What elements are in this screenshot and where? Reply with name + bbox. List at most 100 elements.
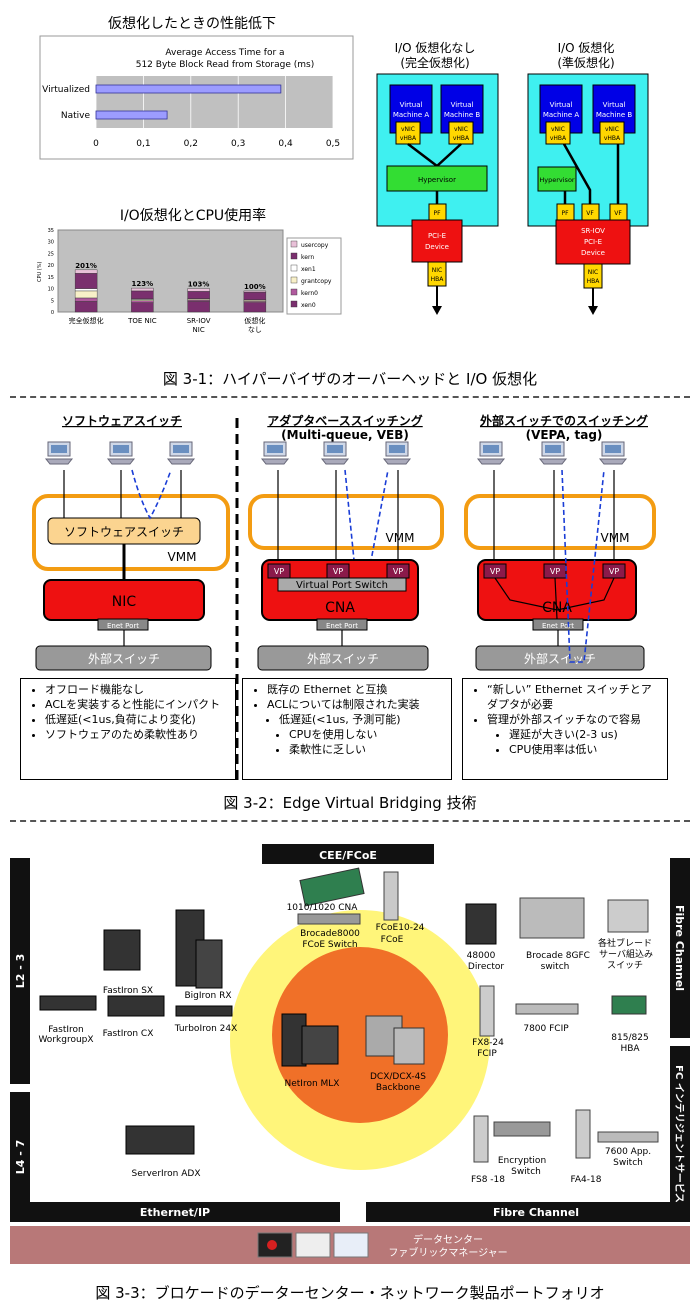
enet-port	[97, 618, 149, 631]
chart2-bar-segment	[243, 302, 267, 313]
vnic-a-to-vf-line	[562, 143, 592, 204]
fcoe-switch-image	[297, 913, 361, 925]
pf-label-2: PF	[561, 210, 569, 217]
l23-label: L2 - 3	[14, 954, 27, 989]
chart2-y-tick-label: 20	[48, 263, 54, 269]
fc-services-label: FC インテリジェントサービス	[673, 1065, 686, 1203]
vhba-a-label-2: vHBA	[550, 135, 567, 142]
hypervisor-label: Hypervisor	[418, 176, 456, 184]
chart2-bar-segment	[74, 269, 98, 274]
chart1-inner-title-1: Average Access Time for a	[165, 48, 284, 58]
io-nonvirt-diagram: Virtual Machine A vNIC vHBA Virtual Mach…	[376, 73, 499, 315]
encryption-label-1: Encryption	[498, 1156, 546, 1166]
figure-3-1-caption: 図 3-1：ハイパーバイザのオーバーヘッドと I/O 仮想化	[162, 370, 538, 388]
bar-chart-access-time: Average Access Time for a 512 Byte Block…	[39, 35, 354, 160]
chart2-y-tick-label: 10	[48, 287, 54, 293]
l23-bar	[10, 858, 30, 1084]
chart2-category-label: なし	[248, 326, 262, 334]
vp-center-line	[554, 577, 558, 620]
fs818-label: FS8 -18	[471, 1175, 505, 1185]
panel-external-switching: 外部スイッチでのスイッチング (VEPA, tag) VMM VP VP VP …	[464, 413, 656, 671]
bigiron-rx-image-2	[195, 939, 223, 989]
l47-label: L4 - 7	[14, 1140, 27, 1175]
external-switch-label-2: 外部スイッチ	[307, 651, 379, 666]
inner-orange-circle	[272, 947, 448, 1123]
director-label-1: 48000	[467, 951, 496, 961]
fcip7800-label: 7800 FCIP	[523, 1024, 569, 1034]
chart2-category-label: TOE NIC	[127, 317, 157, 325]
vp-label: VP	[550, 567, 560, 576]
chart2-legend-swatch	[290, 300, 298, 308]
hba-label-1: 815/825	[611, 1033, 648, 1043]
chart2-bar-segment	[74, 297, 98, 302]
chart2-bar-segment	[187, 288, 210, 292]
blade-label-3: スイッチ	[607, 960, 643, 971]
bullet: 遅延が大きい(2-3 us)	[509, 727, 661, 742]
separator-2	[10, 820, 690, 822]
chart2-bar-segment	[74, 301, 98, 313]
pc-icon	[382, 441, 412, 465]
hypervisor-box	[386, 165, 488, 192]
director-label-2: Director	[468, 962, 504, 972]
vm-a-label-2b: Machine A	[543, 111, 580, 119]
chart2-bar-segment	[243, 291, 267, 301]
fcoe-switch-label-1: Brocade8000	[300, 929, 360, 939]
l47-bar	[10, 1092, 30, 1222]
sriov-box	[555, 219, 631, 265]
traffic-dashed-arrow	[131, 469, 172, 520]
vf-label-2: VF	[614, 210, 622, 217]
chart2-bar-segment	[243, 290, 267, 293]
vm-b-label-1b: Virtual	[603, 101, 626, 109]
cna-device-label: CNA	[325, 600, 355, 616]
fx824-label-2: FCIP	[477, 1049, 497, 1059]
hba-image	[611, 995, 647, 1015]
fa418-label: FA4-18	[571, 1175, 602, 1185]
chart2-y-tick-label: 35	[48, 228, 54, 234]
external-switch-label-3: 外部スイッチ	[524, 651, 596, 666]
blade-label-1: 各社ブレード	[598, 937, 652, 949]
io-para-title-1: I/O 仮想化	[558, 40, 615, 55]
sriov-pcie-label-1: PCI-E	[584, 238, 602, 246]
figure-3-3-caption: 図 3-3：ブロケードのデーターセンター・ネットワーク製品ポートフォリオ	[95, 1284, 605, 1302]
chart1-tick-label: 0,4	[278, 139, 293, 149]
fa418-image	[575, 1109, 591, 1159]
enet-port-label: Enet Port	[107, 622, 139, 630]
enet-port-label-2: Enet Port	[326, 622, 358, 630]
chart2-bar-segment	[187, 291, 210, 299]
hba-label: HBA	[431, 276, 445, 283]
fcoe-switch-label-2: FCoE Switch	[302, 940, 357, 950]
panel1-title: ソフトウェアスイッチ	[62, 414, 182, 428]
chart2-bar-segment	[74, 273, 98, 289]
separator-1	[10, 396, 690, 398]
bullet: 柔軟性に乏しい	[289, 742, 445, 757]
fibre-channel-bar	[366, 1202, 690, 1222]
hba-label-2: HBA	[587, 278, 601, 285]
vmm-label-1: VMM	[168, 550, 197, 564]
netiron-label: NetIron MLX	[285, 1079, 340, 1089]
chart2-legend-swatch	[290, 252, 298, 260]
turboiron-image	[175, 1005, 233, 1017]
netiron-image-2	[301, 1025, 339, 1065]
chart2-legend-swatch	[290, 240, 298, 248]
brocade8gfc-image	[519, 897, 585, 939]
chart2-bar-segment	[131, 290, 154, 300]
vhba-b-label-2: vHBA	[604, 135, 621, 142]
panel3-bullets: “新しい” Ethernet スイッチとアダプタが必要 管理が外部スイッチなので…	[462, 678, 668, 780]
fastiron-cx-label: FastIron CX	[103, 1029, 154, 1039]
external-switch	[35, 645, 212, 671]
app7600-image	[597, 1131, 659, 1143]
traffic-dashed-arrow-3	[561, 469, 605, 663]
chart1-title: 仮想化したときの性能低下	[108, 16, 276, 32]
pcie-label-2: Device	[425, 243, 449, 251]
fx824-image	[479, 985, 495, 1037]
chart1-tick-label: 0,1	[136, 139, 150, 149]
brocade8gfc-label-1: Brocade 8GFC	[526, 951, 590, 961]
io-nonvirt-title-2: (完全仮想化)	[400, 55, 469, 70]
serveriron-label: ServerIron ADX	[132, 1169, 201, 1179]
chart2-data-label: 201%	[75, 262, 97, 270]
vm-a-label-1b: Virtual	[550, 101, 573, 109]
nic-label-2: NIC	[588, 269, 598, 276]
panel-adapter-switching: アダプタベーススイッチング (Multi-queue, VEB) VMM VP …	[248, 413, 444, 671]
vm-b-label-2b: Machine B	[596, 111, 633, 119]
pc-icon	[476, 441, 506, 465]
